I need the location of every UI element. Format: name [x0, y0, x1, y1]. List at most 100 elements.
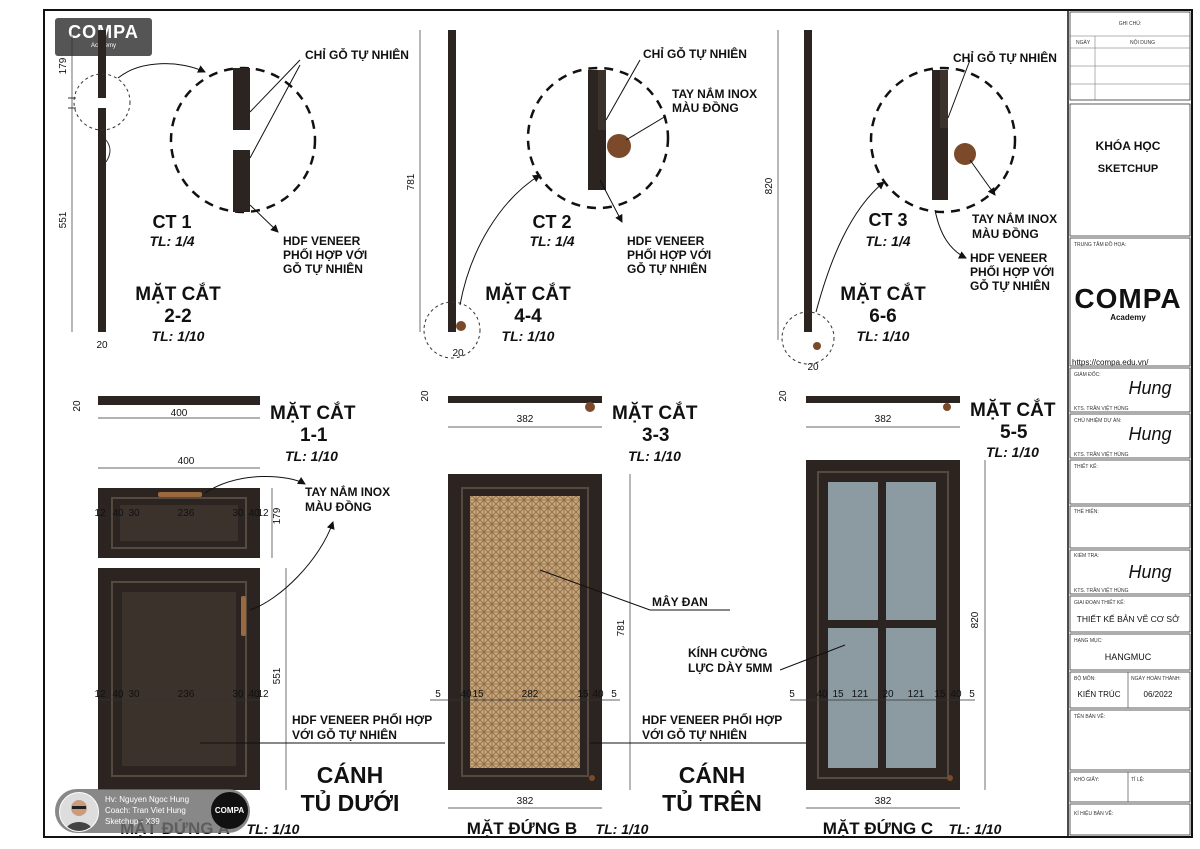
mc33-title: MẶT CẮT	[612, 402, 698, 424]
mc33-scale: TL: 1/10	[628, 448, 681, 464]
dim-20-e: 20	[420, 390, 431, 402]
dim-20-b: 20	[452, 348, 464, 359]
dim-row-a-drawer-value: 12	[94, 508, 106, 519]
dim-20-d: 20	[72, 400, 83, 412]
ct1-hdf-1: HDF VENEER	[283, 234, 361, 248]
dim-row-c-value: 5	[789, 689, 795, 700]
ct2-scale: TL: 1/4	[529, 233, 574, 249]
dim-20-f: 20	[778, 390, 789, 402]
dim-row-a-door-value: 40	[112, 689, 124, 700]
ki-hieu-label: KÍ HIỆU BẢN VẼ:	[1074, 809, 1113, 817]
dim-400-b: 400	[178, 456, 195, 467]
dim-820-v: 820	[764, 177, 775, 194]
dim-551-v: 551	[58, 211, 69, 228]
dim-row-c-value: 20	[882, 689, 894, 700]
dim-row-c-value: 40	[950, 689, 962, 700]
author-avatar	[59, 792, 99, 832]
title-block: GHI CHÚ: NGÀY NỘI DUNG KHÓA HỌC SKETCHUP…	[1069, 11, 1191, 836]
ngay-ht-value: 06/2022	[1144, 690, 1173, 699]
giai-doan-value: THIẾT KẾ BẢN VẼ CƠ SỞ	[1077, 613, 1180, 624]
ea-hdf-long-1: HDF VENEER PHỐI HỢP	[292, 712, 432, 727]
mc44-scale: TL: 1/10	[502, 328, 555, 344]
kts-name-2: KTS. TRẦN VIỆT HÙNG	[1074, 450, 1129, 458]
dim-row-a-door-value: 30	[232, 689, 244, 700]
dim-row-b-value: 40	[592, 689, 604, 700]
signature-3: Hung	[1128, 562, 1171, 582]
section-3-3: 382 20 MẶT CẮT 3-3 TL: 1/10	[420, 390, 698, 464]
dim-row-a-door-value: 40	[248, 689, 260, 700]
dim-row-b-value: 5	[611, 689, 617, 700]
section-2-2: 179 551 20 CHỈ GỖ TỰ NHIÊN HDF VENEER PH…	[58, 30, 409, 351]
ngay-label: NGÀY	[1076, 39, 1091, 46]
ct1-scale: TL: 1/4	[149, 233, 194, 249]
mc22-number: 2-2	[164, 306, 191, 327]
hang-muc-label: HẠNG MỤC:	[1074, 638, 1103, 644]
elevation-a: 400 179 551 TAY NẮM INOX MÀU ĐỒNG HDF VE…	[98, 456, 445, 838]
ct1-hdf-2: PHỐI HỢP VỚI	[283, 247, 367, 262]
trung-tam-label: TRUNG TÂM ĐỒ HỌA:	[1074, 241, 1126, 248]
dim-row-c-value: 5	[969, 689, 975, 700]
canh-label-a: CÁNH	[317, 761, 383, 788]
may-dan-label: MÂY ĐAN	[652, 594, 708, 609]
ct3-hdf-3: GỖ TỰ NHIÊN	[970, 278, 1050, 293]
ct3-scale: TL: 1/4	[865, 233, 910, 249]
ten-ban-ve-label: TÊN BẢN VẼ:	[1074, 712, 1105, 720]
mc66-title: MẶT CẮT	[840, 283, 926, 305]
dim-179-h: 179	[272, 507, 283, 524]
dim-row-c-value: 121	[852, 689, 869, 700]
ct2-hdf-1: HDF VENEER	[627, 234, 705, 248]
academy-text: Academy	[1110, 313, 1146, 322]
dim-820-h: 820	[970, 611, 981, 628]
mat-dung-c-scale: TL: 1/10	[949, 821, 1002, 837]
mc22-title: MẶT CẮT	[135, 283, 221, 305]
section-6-6: 820 20 CHỈ GỖ TỰ NHIÊN TAY NẮM INOX MÀU …	[764, 30, 1057, 373]
ct2-tay-nam-1: TAY NẮM INOX	[672, 86, 757, 101]
giai-doan-label: GIAI ĐOẠN THIẾT KẾ:	[1074, 599, 1125, 606]
ct3-tay-nam-1: TAY NẮM INOX	[972, 211, 1057, 226]
dim-row-a-door-value: 236	[178, 689, 195, 700]
dim-20-a: 20	[96, 340, 108, 351]
ea-hdf-long-2: VỚI GỖ TỰ NHIÊN	[292, 727, 397, 742]
dim-row-a-door-value: 12	[257, 689, 269, 700]
dim-179-v: 179	[58, 57, 69, 74]
course-title: KHÓA HỌC	[1096, 138, 1161, 153]
mc44-number: 4-4	[514, 306, 542, 327]
ct2-tay-nam-2: MÀU ĐỒNG	[672, 100, 739, 115]
mat-dung-b-scale: TL: 1/10	[596, 821, 649, 837]
dim-382-c: 382	[517, 796, 534, 807]
dim-382-a: 382	[517, 414, 534, 425]
mc11-scale: TL: 1/10	[285, 448, 338, 464]
kts-name-3: KTS. TRẦN VIỆT HÙNG	[1074, 586, 1129, 594]
ct2-chi-go-label: CHỈ GỖ TỰ NHIÊN	[643, 46, 747, 61]
dim-400-a: 400	[171, 408, 188, 419]
ea-tay-nam-2: MÀU ĐỒNG	[305, 499, 372, 514]
bo-mon-value: KIẾN TRÚC	[1078, 689, 1121, 699]
dim-row-a-drawer-value: 30	[232, 508, 244, 519]
credit-software: Sketchup - X39	[105, 817, 160, 826]
dim-20-c: 20	[807, 362, 819, 373]
ct3-hdf-1: HDF VENEER	[970, 251, 1048, 265]
dim-row-c-value: 121	[908, 689, 925, 700]
section-1-1: 400 20 MẶT CẮT 1-1 TL: 1/10	[72, 396, 356, 464]
elevation-c: 820 382 KÍNH CƯỜNG LỰC DÀY 5MM MẶT ĐỨNG …	[688, 460, 1002, 838]
mc55-scale: TL: 1/10	[986, 444, 1039, 460]
author-credit-badge: Hv: Nguyen Ngoc Hung Coach: Tran Viet Hu…	[55, 789, 250, 833]
mc55-number: 5-5	[1000, 422, 1028, 443]
credit-coach: Coach: Tran Viet Hung	[105, 806, 186, 815]
dim-row-b-value: 5	[435, 689, 441, 700]
kiem-tra-label: KIỂM TRA:	[1074, 552, 1099, 559]
giam-doc-label: GIÁM ĐỐC:	[1074, 371, 1101, 378]
mat-dung-c: MẶT ĐỨNG C	[823, 819, 933, 838]
ea-tay-nam-1: TAY NẮM INOX	[305, 484, 390, 499]
website-url: https://compa.edu.vn/	[1072, 358, 1149, 367]
compa-logo-large: COMPA	[1074, 283, 1181, 314]
hang-muc-value: HANGMUC	[1105, 652, 1152, 662]
thiet-ke-label: THIẾT KẾ:	[1074, 463, 1098, 470]
dim-551-h: 551	[272, 667, 283, 684]
credit-hv: Hv: Nguyen Ngoc Hung	[105, 795, 190, 804]
mc11-title: MẶT CẮT	[270, 402, 356, 424]
ct2-title: CT 2	[532, 212, 571, 232]
ct3-hdf-2: PHỐI HỢP VỚI	[970, 264, 1054, 279]
